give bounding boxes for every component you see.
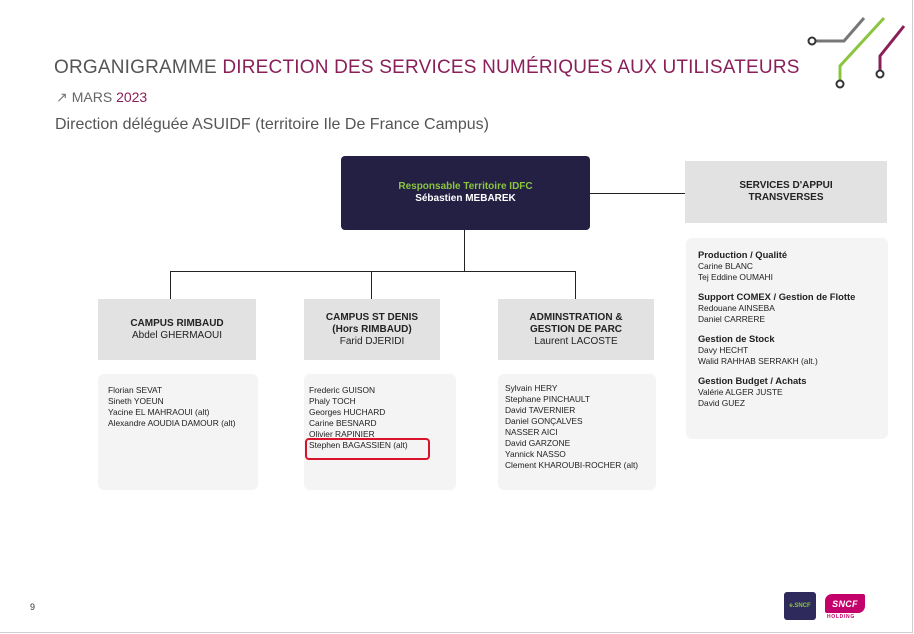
connector-unit-2 [371, 271, 372, 299]
list-item: Alexandre AOUDIA DAMOUR (alt) [108, 418, 236, 428]
list-item: David TAVERNIER [505, 405, 576, 415]
list-item: David GUEZ [698, 398, 746, 408]
list-item: Yacine EL MAHRAOUI (alt) [108, 407, 210, 417]
list-item: Stephane PINCHAULT [505, 394, 591, 404]
esncf-logo: e.SNCF [784, 592, 816, 620]
unit-title-line-2: GESTION DE PARC [529, 323, 623, 335]
title-part-2: DIRECTION DES SERVICES NUMÉRIQUES AUX UT… [222, 57, 800, 78]
list-item: Carine BLANC [698, 261, 753, 271]
connector-unit-1 [170, 271, 171, 299]
list-item: Sineth YOEUN [108, 396, 164, 406]
unit-campus-st-denis-box: CAMPUS ST DENIS (Hors RIMBAUD) Farid DJE… [304, 299, 440, 360]
sncf-logo-text: SNCF [825, 594, 865, 613]
services-header-box: SERVICES D'APPUI TRANSVERSES [685, 161, 887, 223]
list-item: Frederic GUISON [309, 385, 376, 395]
services-title-line-1: SERVICES D'APPUI [739, 180, 833, 191]
services-list: Production / Qualité Carine BLANC Tej Ed… [686, 238, 888, 439]
list-item: Daniel GONÇALVES [505, 416, 583, 426]
list-item: Daniel CARRERE [698, 314, 766, 324]
list-item: Valérie ALGER JUSTE [698, 387, 783, 397]
list-item: Georges HUCHARD [309, 407, 386, 417]
sncf-holding-logo: SNCF HOLDING [823, 592, 869, 622]
list-item: Clement KHAROUBI-ROCHER (alt) [505, 460, 639, 470]
unit-administration-box: ADMINSTRATION & GESTION DE PARC Laurent … [498, 299, 654, 360]
circuit-decoration-icon [807, 16, 906, 89]
unit-title-line-2: (Hors RIMBAUD) [332, 323, 412, 335]
unit-title-line-1: ADMINSTRATION & [529, 311, 623, 323]
arrow-up-right-icon: ↗ [56, 89, 68, 105]
page-subtitle: Direction déléguée ASUIDF (territoire Il… [55, 116, 489, 133]
services-title-line-2: TRANSVERSES [748, 192, 824, 203]
date-year: 2023 [116, 89, 148, 105]
unit-title-line-1: CAMPUS ST DENIS [325, 311, 419, 323]
list-item: Tej Eddine OUMAHI [698, 272, 773, 282]
list-item: Redouane AINSEBA [698, 303, 775, 313]
service-section-title: Gestion de Stock [698, 333, 775, 344]
list-item: Davy HECHT [698, 345, 749, 355]
service-section-title: Support COMEX / Gestion de Flotte [698, 291, 856, 302]
service-section-title: Gestion Budget / Achats [698, 375, 807, 386]
list-item: Phaly TOCH [309, 396, 356, 406]
head-name: Sébastien MEBAREK [415, 193, 516, 204]
unit-administration-members: Sylvain HERY Stephane PINCHAULT David TA… [498, 374, 656, 490]
list-item: Florian SEVAT [108, 385, 163, 395]
page-title: ORGANIGRAMME DIRECTION DES SERVICES NUMÉ… [54, 57, 800, 79]
list-item: Sylvain HERY [505, 383, 558, 393]
unit-campus-rimbaud-box: CAMPUS RIMBAUD Abdel GHERMAOUI [98, 299, 256, 360]
unit-campus-rimbaud-members: Florian SEVAT Sineth YOEUN Yacine EL MAH… [98, 374, 258, 490]
connector-top-to-services [590, 193, 685, 194]
unit-campus-st-denis-members: Frederic GUISON Phaly TOCH Georges HUCHA… [304, 374, 456, 490]
sncf-logo-sub: HOLDING [827, 614, 855, 620]
unit-head-name: Abdel GHERMAOUI [131, 329, 223, 341]
connector-horizontal [170, 271, 576, 272]
list-item: Olivier RAPINIER [309, 429, 375, 439]
connector-unit-3 [575, 271, 576, 299]
unit-title-line-1: CAMPUS RIMBAUD [130, 317, 224, 329]
date-month: MARS [71, 89, 117, 105]
connector-top-down [464, 230, 465, 272]
list-item: Stephen BAGASSIEN (alt) [309, 440, 408, 450]
list-item: David GARZONE [505, 438, 571, 448]
list-item: Yannick NASSO [505, 449, 566, 459]
highlight-box [305, 438, 430, 460]
unit-head-name: Laurent LACOSTE [534, 335, 618, 347]
list-item: Walid RAHHAB SERRAKH (alt.) [698, 356, 818, 366]
list-item: Carine BESNARD [309, 418, 377, 428]
page-number: 9 [30, 602, 36, 612]
service-section-title: Production / Qualité [698, 249, 788, 260]
list-item: NASSER AICI [505, 427, 558, 437]
head-of-territory-box: Responsable Territoire IDFC Sébastien ME… [341, 156, 590, 230]
unit-head-name: Farid DJERIDI [339, 335, 405, 347]
date-line: ↗MARS 2023 [56, 89, 147, 106]
title-part-1: ORGANIGRAMME [54, 57, 223, 78]
head-role: Responsable Territoire IDFC [398, 181, 533, 192]
